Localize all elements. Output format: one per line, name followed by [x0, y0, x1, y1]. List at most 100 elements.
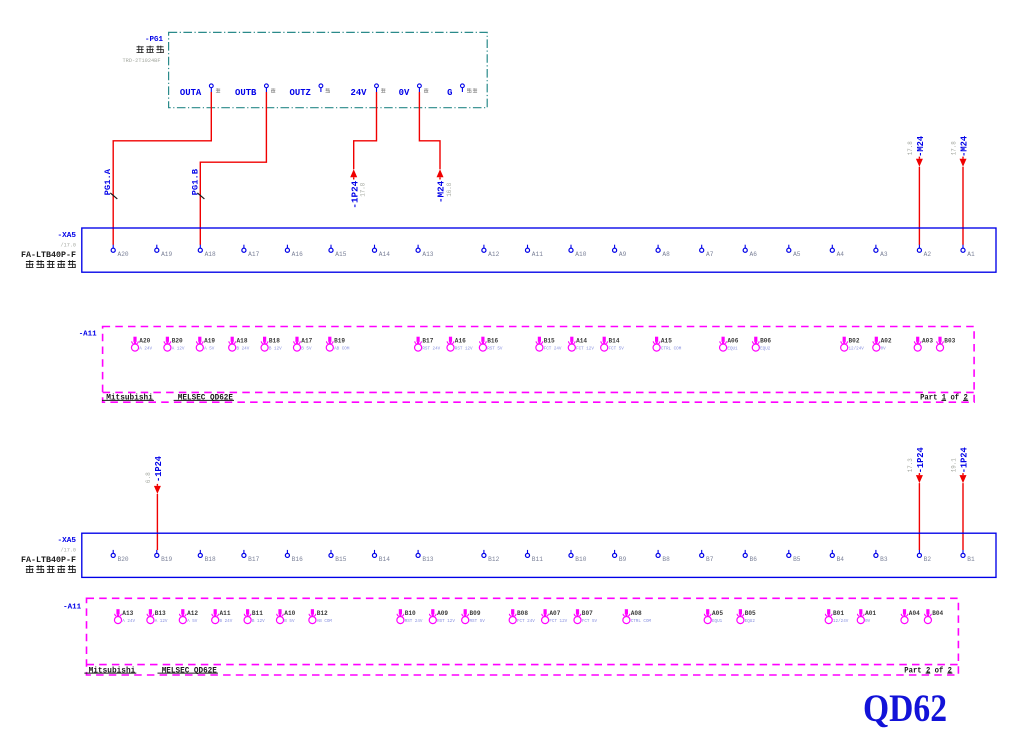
svg-text:-1P24: -1P24	[153, 456, 164, 482]
svg-text:B12: B12	[317, 610, 328, 617]
svg-text:MELSEC QD62E: MELSEC QD62E	[162, 665, 217, 675]
svg-text:-PG1: -PG1	[145, 36, 163, 44]
svg-text:24V: 24V	[351, 88, 368, 98]
svg-text:B14: B14	[609, 338, 620, 345]
svg-text:A17: A17	[248, 251, 259, 258]
svg-text:PG1.A: PG1.A	[103, 168, 113, 195]
svg-text:B1: B1	[967, 556, 975, 563]
svg-text:A13: A13	[122, 610, 133, 617]
svg-text:OUTZ: OUTZ	[290, 88, 311, 98]
svg-text:-A11: -A11	[79, 330, 97, 338]
svg-text:0V: 0V	[865, 618, 870, 624]
svg-text:17.8: 17.8	[951, 141, 958, 155]
svg-text:OUTB: OUTB	[235, 88, 257, 98]
svg-text:AB COM: AB COM	[334, 345, 350, 351]
svg-text:B09: B09	[470, 610, 481, 617]
svg-text:B08: B08	[517, 610, 528, 617]
svg-text:A05: A05	[712, 610, 723, 617]
svg-text:A16: A16	[455, 338, 466, 345]
svg-text:FCT 24V: FCT 24V	[517, 618, 535, 624]
svg-text:RST 5V: RST 5V	[470, 618, 486, 624]
svg-text:TRD-2T1024BF: TRD-2T1024BF	[123, 58, 161, 64]
svg-text:B2: B2	[924, 556, 932, 563]
svg-text:Mitsubishi: Mitsubishi	[106, 393, 153, 403]
svg-text:RST 24V: RST 24V	[405, 618, 423, 624]
svg-text:G: G	[447, 88, 452, 98]
svg-text:B13: B13	[155, 610, 166, 617]
svg-text:B12: B12	[488, 556, 499, 563]
svg-text:B11: B11	[532, 556, 543, 563]
svg-text:A02: A02	[881, 338, 892, 345]
svg-text:B13: B13	[422, 556, 433, 563]
svg-text:B18: B18	[269, 338, 280, 345]
svg-text:A08: A08	[631, 610, 642, 617]
svg-text:B10: B10	[405, 610, 416, 617]
svg-text:OUTA: OUTA	[180, 88, 202, 98]
svg-text:A6: A6	[750, 251, 758, 258]
svg-text:-1P24: -1P24	[959, 447, 970, 473]
svg-text:A 5V: A 5V	[204, 345, 214, 351]
svg-text:B4: B4	[837, 556, 845, 563]
svg-text:-A11: -A11	[63, 603, 81, 611]
svg-text:-M24: -M24	[915, 135, 926, 156]
svg-text:A12: A12	[187, 610, 198, 617]
svg-text:A13: A13	[422, 251, 433, 258]
svg-text:B5: B5	[793, 556, 801, 563]
svg-text:B20: B20	[172, 338, 183, 345]
svg-text:A11: A11	[220, 610, 231, 617]
svg-text:19.1: 19.1	[951, 458, 958, 472]
svg-text:RST 12V: RST 12V	[455, 345, 473, 351]
svg-text:A2: A2	[924, 251, 932, 258]
svg-text:A11: A11	[532, 251, 543, 258]
svg-text:RST 5V: RST 5V	[487, 345, 503, 351]
svg-text:17.8: 17.8	[360, 182, 367, 196]
svg-text:A5: A5	[793, 251, 801, 258]
svg-text:/17.0: /17.0	[61, 241, 77, 248]
svg-text:B 24V: B 24V	[220, 618, 233, 624]
svg-text:B16: B16	[292, 556, 303, 563]
svg-text:A07: A07	[549, 610, 560, 617]
svg-text:A1: A1	[967, 251, 975, 258]
svg-text:A09: A09	[437, 610, 448, 617]
svg-text:6.8: 6.8	[145, 472, 152, 483]
svg-text:FA-LTB40P-F: FA-LTB40P-F	[21, 555, 76, 565]
svg-text:B8: B8	[662, 556, 670, 563]
svg-text:A14: A14	[576, 338, 587, 345]
svg-text:A17: A17	[301, 338, 312, 345]
svg-text:A01: A01	[865, 610, 876, 617]
svg-text:EQU1: EQU1	[712, 618, 722, 624]
svg-text:A10: A10	[575, 251, 586, 258]
svg-text:A20: A20	[118, 251, 129, 258]
svg-text:RST 24V: RST 24V	[422, 345, 440, 351]
svg-text:B20: B20	[118, 556, 129, 563]
svg-text:FCT 12V: FCT 12V	[576, 345, 594, 351]
svg-text:A20: A20	[139, 338, 150, 345]
svg-text:B15: B15	[335, 556, 346, 563]
svg-text:B06: B06	[760, 338, 771, 345]
svg-text:FCT 24V: FCT 24V	[544, 345, 562, 351]
svg-text:Part 2 of 2: Part 2 of 2	[904, 665, 952, 675]
svg-text:Part 1 of 2: Part 1 of 2	[920, 393, 968, 403]
svg-text:17.8: 17.8	[907, 141, 914, 155]
svg-text:A 12V: A 12V	[155, 618, 168, 624]
svg-text:A12: A12	[488, 251, 499, 258]
svg-text:B02: B02	[849, 338, 860, 345]
svg-text:B18: B18	[205, 556, 216, 563]
svg-text:B01: B01	[833, 610, 844, 617]
svg-text:B15: B15	[544, 338, 555, 345]
svg-text:A15: A15	[335, 251, 346, 258]
svg-text:A15: A15	[661, 338, 672, 345]
svg-text:A18: A18	[237, 338, 248, 345]
svg-text:B07: B07	[582, 610, 593, 617]
svg-text:A7: A7	[706, 251, 714, 258]
svg-text:A9: A9	[619, 251, 627, 258]
svg-text:B11: B11	[252, 610, 263, 617]
svg-text:B3: B3	[880, 556, 888, 563]
svg-text:-1P24: -1P24	[915, 447, 926, 473]
svg-text:B 5V: B 5V	[284, 618, 294, 624]
svg-text:A03: A03	[922, 338, 933, 345]
svg-text:FA-LTB40P-F: FA-LTB40P-F	[21, 250, 76, 260]
svg-text:B 12V: B 12V	[252, 618, 265, 624]
svg-text:B 12V: B 12V	[269, 345, 282, 351]
svg-text:B04: B04	[932, 610, 943, 617]
